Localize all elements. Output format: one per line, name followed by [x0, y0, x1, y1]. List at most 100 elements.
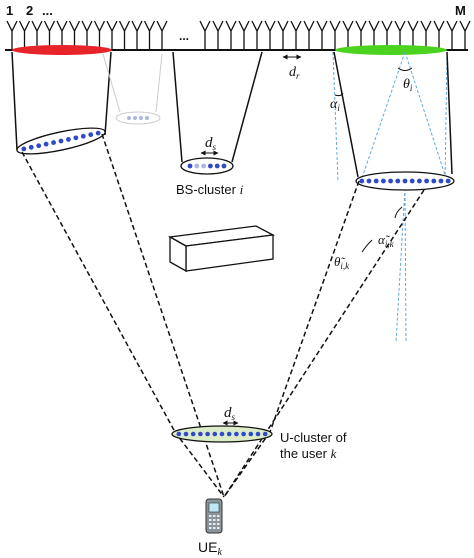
antenna-element [329, 20, 341, 50]
array-middle-dots: ... [179, 29, 189, 43]
antenna-element [303, 20, 315, 50]
propagation-paths [21, 133, 425, 498]
antenna-element [290, 20, 302, 50]
array-element-dot [255, 431, 261, 437]
alpha-i-label: αi [330, 97, 340, 113]
array-element-dot [409, 178, 415, 184]
lens-cone-faded [102, 53, 163, 125]
array-element-dot [219, 431, 225, 437]
dr-label: dr [289, 65, 300, 81]
ue-label: UEk [198, 539, 222, 558]
array-element-dot [145, 116, 149, 120]
antenna-element [342, 20, 354, 50]
ds-label-bs: ds [205, 135, 217, 152]
u-cluster-label-line2: the user k [280, 446, 337, 461]
array-element-dot [80, 133, 86, 139]
obstacle-box [167, 225, 276, 273]
array-element-dot [395, 178, 401, 184]
antenna-element [277, 20, 289, 50]
lens-right-elements [359, 178, 451, 184]
antenna-element [420, 20, 432, 50]
array-element-dot [226, 431, 232, 437]
u-cluster-elements [176, 431, 268, 437]
theta-tilde-label: θ̃i,k [334, 254, 350, 271]
theta-i-label: θi [403, 77, 413, 93]
array-element-dot [241, 431, 246, 437]
array-element-dot [402, 178, 408, 184]
antenna-element [264, 20, 276, 50]
antenna-element [18, 20, 31, 50]
array-element-dot [373, 178, 379, 184]
array-element-dot [58, 138, 64, 144]
antenna-element [106, 20, 118, 50]
lens-left-elements [21, 130, 101, 152]
antenna-element [93, 20, 106, 50]
array-element-dot [28, 144, 34, 150]
array-element-dot [438, 178, 444, 184]
array-element-dot [36, 143, 42, 149]
bs-cluster-ellipse [180, 157, 234, 175]
array-element-dot [212, 431, 218, 437]
array-element-dot [201, 163, 207, 169]
array-element-dot [51, 140, 56, 145]
array-element-dot [176, 431, 182, 437]
array-element-dot [88, 132, 94, 138]
array-element-dot [187, 163, 193, 169]
antenna-element [251, 20, 263, 50]
green-aperture [335, 45, 447, 55]
red-aperture [12, 45, 112, 55]
u-cluster-label-line1: U-cluster of [280, 430, 347, 445]
array-element-dot [183, 431, 189, 437]
array-element-dot [445, 178, 451, 184]
lens-cone-right [333, 51, 455, 191]
array-element-dot [221, 163, 227, 169]
array-element-dot [73, 135, 79, 141]
array-element-dot [21, 146, 27, 152]
array-element-dot [366, 178, 372, 184]
antenna-element [199, 20, 211, 50]
alpha-tilde-label: α̃i,k [378, 232, 395, 249]
array-element-dot [194, 163, 200, 169]
array-element-dot [248, 431, 254, 437]
array-element-dot [214, 163, 220, 169]
array-element-dot [234, 431, 239, 437]
antenna-element [433, 20, 445, 50]
beam-rays [332, 51, 448, 343]
array-element-dot [424, 178, 429, 184]
lens-faded-ellipse [115, 111, 161, 125]
array-element-dot [127, 116, 131, 120]
antenna-element [225, 20, 237, 50]
antenna-index-dots: ... [42, 3, 53, 18]
antenna-index-1: 1 [6, 3, 13, 18]
antenna-element [6, 20, 18, 50]
antenna-element [156, 20, 168, 50]
array-element-dot [133, 116, 137, 120]
bs-cluster-label: BS-cluster i [176, 182, 244, 197]
array-element-dot [43, 141, 49, 147]
antenna-element [118, 20, 131, 50]
array-element-dot [95, 130, 101, 136]
array-element-dot [359, 178, 365, 184]
array-element-dot [431, 178, 437, 184]
antenna-element [459, 20, 471, 50]
antenna-element [316, 20, 328, 50]
array-element-dot [208, 163, 213, 169]
antenna-index-2: 2 [26, 3, 33, 18]
phone-icon [205, 498, 223, 534]
antenna-index-m: M [455, 3, 466, 18]
array-element-dot [139, 116, 143, 120]
array-element-dot [205, 431, 210, 437]
antenna-element [446, 20, 458, 50]
array-element-dot [190, 431, 196, 437]
array-element-dot [198, 431, 203, 437]
antenna-element [212, 20, 224, 50]
antenna-elements [6, 20, 471, 50]
array-element-dot [381, 178, 386, 184]
antenna-element [131, 20, 143, 50]
lens-cone-bs-cluster [172, 51, 263, 175]
array-element-dot [66, 137, 71, 142]
bs-cluster-elements [187, 163, 227, 169]
lens-faded-elements [127, 116, 149, 120]
array-element-dot [388, 178, 393, 184]
